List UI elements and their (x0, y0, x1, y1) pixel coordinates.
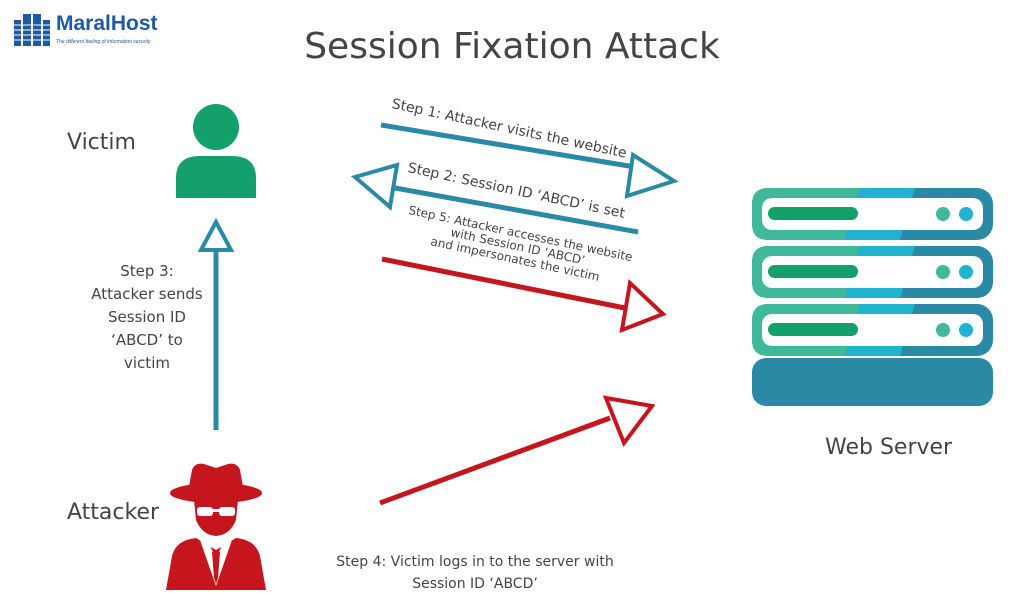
spy-icon (166, 463, 266, 590)
step4-arrow (379, 395, 656, 506)
person-icon (176, 104, 256, 198)
step4-line: Step 4: Victim logs in to the server wit… (336, 554, 614, 570)
step4-label: Step 4: Victim logs in to the server wit… (310, 551, 640, 595)
brand-name: MaralHost (56, 12, 158, 35)
step3-line: Attacker sends (91, 285, 203, 303)
step3-arrow (197, 217, 235, 430)
server-rack-icon (752, 188, 993, 406)
step1-arrow (380, 122, 679, 199)
step3-label: Step 3: Attacker sends Session ID ‘ABCD’… (82, 260, 212, 375)
brand-logo: MaralHost The different feeling of infor… (12, 10, 182, 50)
diagram-title: Session Fixation Attack (304, 26, 720, 67)
step3-line: Step 3: (120, 262, 174, 280)
step2-arrow (350, 162, 639, 235)
building-icon (14, 14, 50, 46)
step3-line: Session ID (108, 308, 186, 326)
step4-line: Session ID ‘ABCD’ (412, 576, 538, 592)
step3-line: ‘ABCD’ to (111, 331, 183, 349)
brand-tagline: The different feeling of information sec… (56, 39, 151, 45)
attacker-label: Attacker (67, 500, 160, 525)
server-label: Web Server (825, 435, 953, 460)
step3-line: victim (124, 354, 170, 372)
step5-arrow (381, 256, 667, 334)
victim-label: Victim (67, 130, 136, 155)
